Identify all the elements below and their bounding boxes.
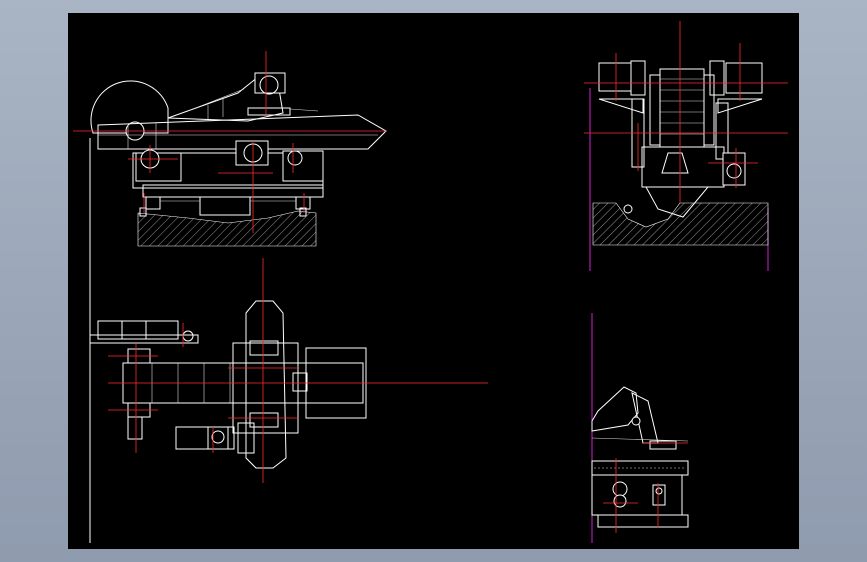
detail-wheel-bottom [613,494,627,508]
side-wheel [726,163,742,179]
base-block [199,196,251,216]
left-hopper [598,98,644,114]
front-elevation-view [73,51,387,247]
right-drive-wheel [287,150,303,166]
side-elevation-view [584,21,788,271]
ground-hatch [592,202,769,246]
gear-motor [175,426,235,450]
cad-drawing [73,21,788,543]
drawing-sheet [68,13,799,549]
right-hopper [717,98,763,114]
right-motor [725,62,763,94]
detail-wheel-top [612,481,628,497]
arm [591,386,639,432]
ground-hatch [137,210,317,247]
left-motor [598,62,632,92]
bucket [645,186,710,218]
right-column [715,102,729,160]
plan-view [89,258,488,483]
flywheel-guard [90,80,169,134]
main-beam [97,114,387,150]
roller-stack [659,68,705,148]
central-column [245,300,287,469]
detail-view [591,313,689,543]
detail-base [597,514,689,528]
side-base [641,146,725,188]
